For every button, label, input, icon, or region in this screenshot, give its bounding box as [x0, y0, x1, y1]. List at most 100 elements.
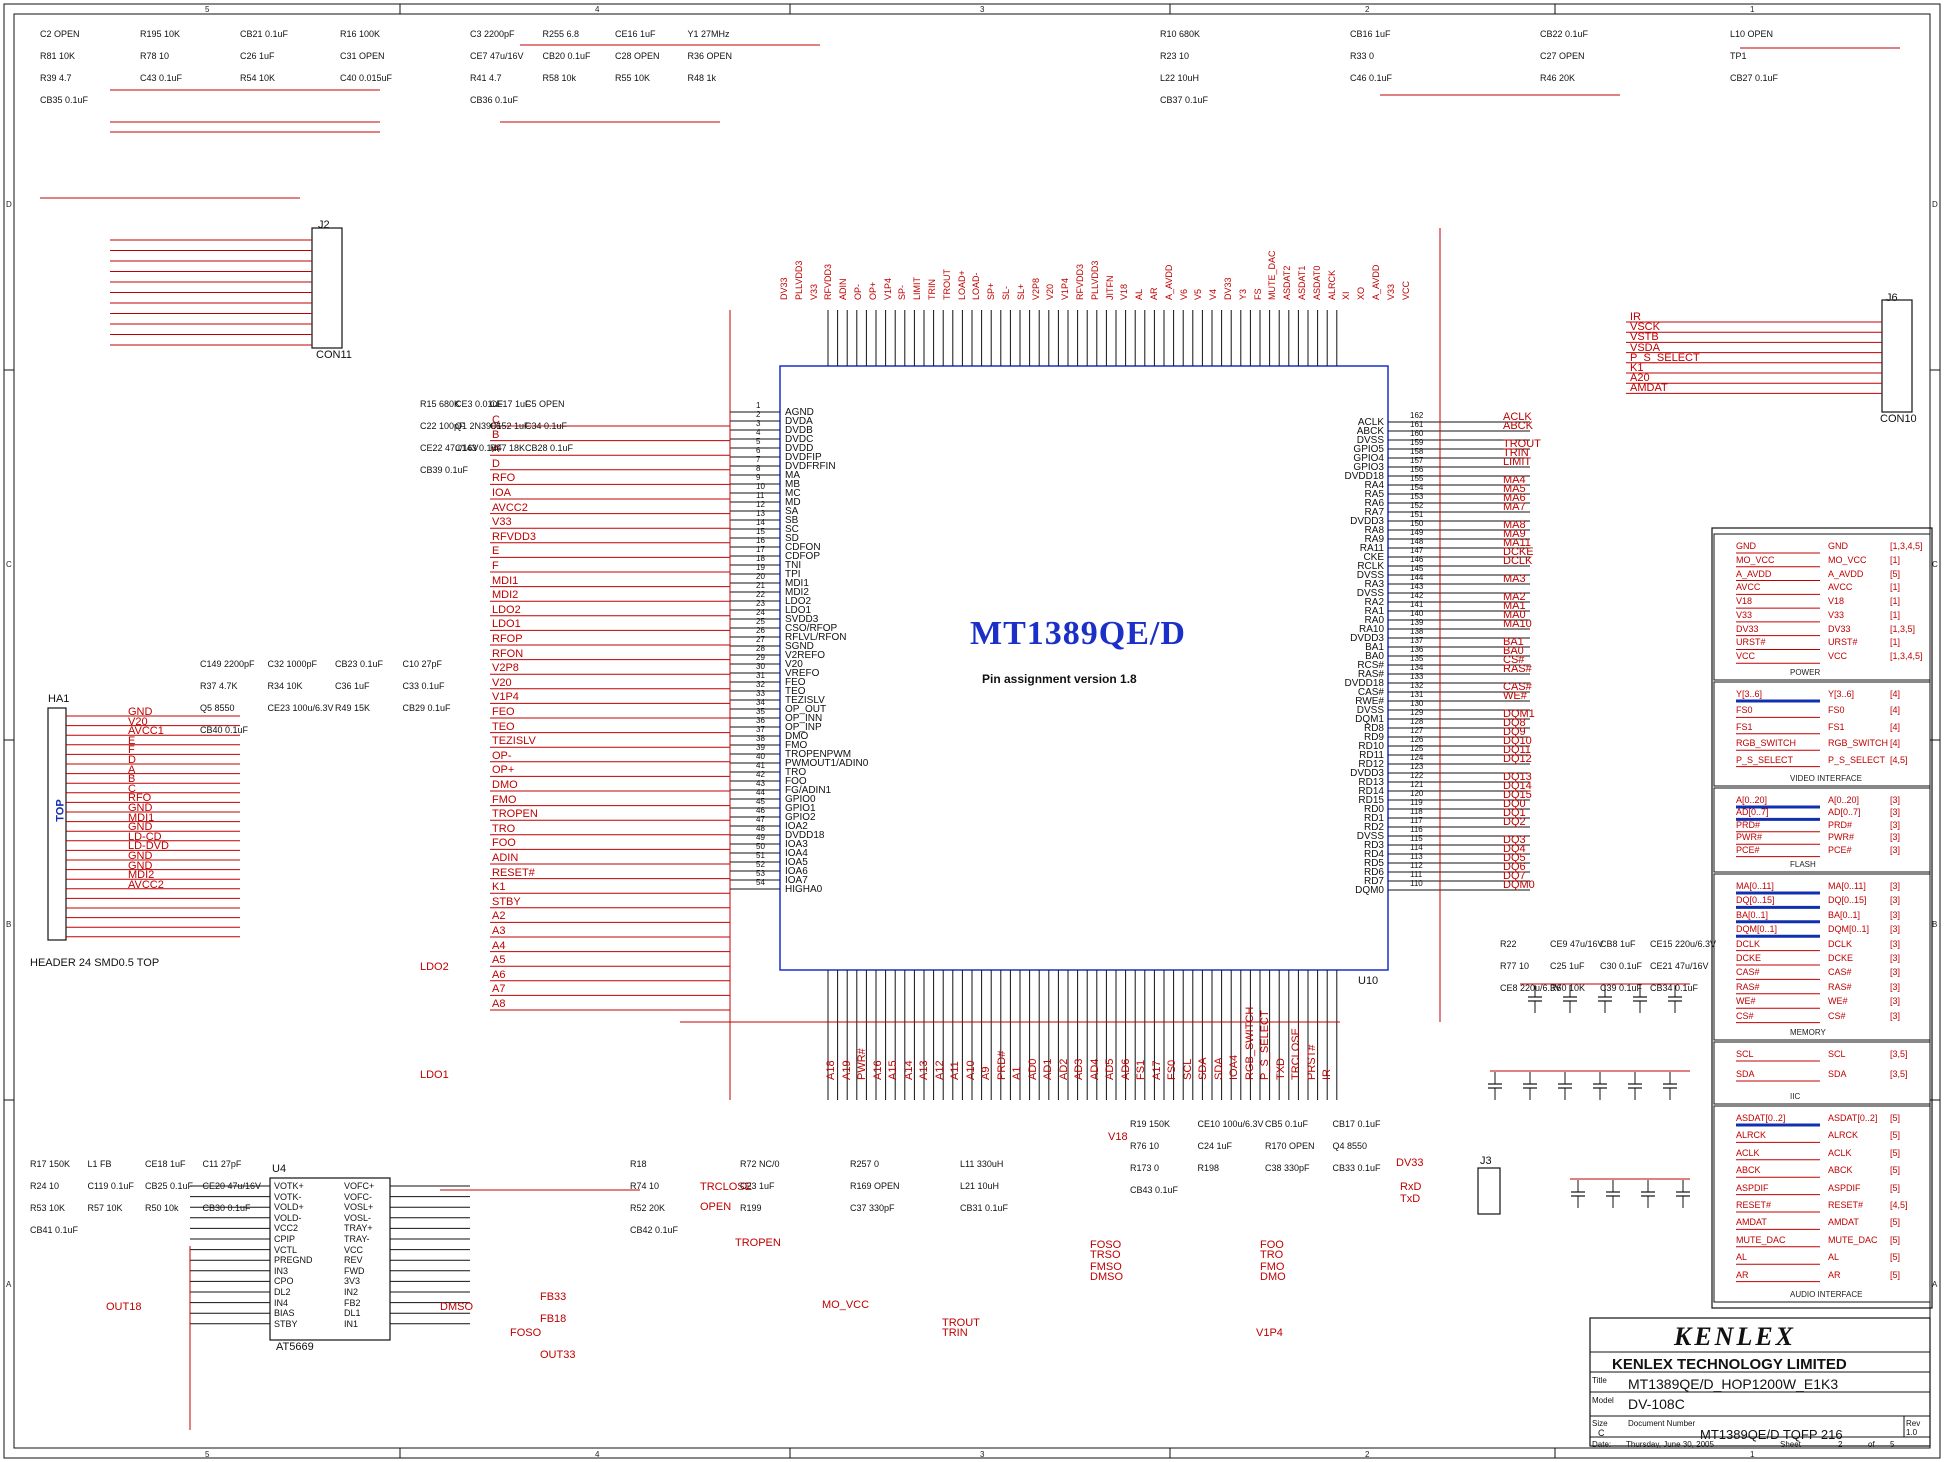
misc-net-label: DMSO	[440, 1301, 473, 1313]
left-net-label: ADIN	[492, 852, 519, 864]
pin-number: 45	[756, 797, 765, 806]
right-net-label: MA4	[1503, 474, 1526, 486]
index-port-name: FS0	[1828, 705, 1845, 716]
misc-net-label: OPEN	[700, 1201, 732, 1213]
top-net-label: V1P4	[1060, 277, 1071, 300]
component-label: C36 1uF	[335, 681, 370, 691]
top-net-label: V18	[1119, 283, 1130, 300]
component-label: CE8 220u/6.3V	[1500, 983, 1562, 993]
index-sheet-ref: [1,3,4,5]	[1890, 541, 1923, 551]
chip-pin-label: SVDD3	[785, 614, 819, 625]
pin-number: 22	[756, 590, 765, 599]
rev-value: 1.0	[1906, 1428, 1918, 1437]
pin-number: 137	[1410, 636, 1424, 645]
index-port-name: CS#	[1828, 1010, 1846, 1021]
index-net-name: ACLK	[1736, 1147, 1760, 1158]
component-label: C40 0.015uF	[340, 73, 393, 83]
chip-pin-label: GPIO5	[1353, 444, 1384, 455]
bottom-net-label: A16	[871, 1060, 884, 1080]
component-label: R34 10K	[267, 681, 303, 691]
header-net-label: F	[128, 744, 135, 757]
index-sheet-ref: [3,5]	[1890, 1069, 1908, 1079]
chip-pin-label: DVDD18	[785, 830, 825, 841]
chip-pin-label: OP_INN	[785, 713, 823, 724]
pin-number: 35	[756, 707, 765, 716]
document-number: MT1389QE/D TQFP 216	[1700, 1427, 1843, 1442]
chip-pin-label: DVSS	[1356, 435, 1384, 446]
driver-pin-label: 3V3	[344, 1276, 361, 1287]
index-port-name: URST#	[1828, 637, 1858, 648]
component-label: C37 330pF	[850, 1203, 895, 1213]
right-net-label: TROUT	[1503, 438, 1541, 450]
header-net-label: GND	[128, 821, 153, 834]
pin-number: 7	[756, 455, 761, 464]
component-label: Y1 27MHz	[687, 29, 730, 39]
misc-net-label: FOO	[1260, 1239, 1284, 1251]
right-net-label: MA10	[1503, 618, 1532, 630]
bottom-net-label: A10	[964, 1060, 977, 1080]
chip-pin-label: RA5	[1364, 489, 1384, 500]
pin-number: 157	[1410, 456, 1424, 465]
index-section-iic	[1713, 1041, 1931, 1105]
chip-pin-label: MD	[785, 497, 801, 508]
size-value: C	[1598, 1428, 1605, 1438]
component-label: C32 1000pF	[267, 659, 318, 669]
misc-net-label: TxD	[1400, 1193, 1421, 1205]
component-label: CB20 0.1uF	[542, 51, 591, 61]
component-label: C23 1uF	[740, 1181, 775, 1191]
misc-net-label: LDO1	[420, 1069, 449, 1081]
pin-number: 9	[756, 473, 761, 482]
misc-net-label: TRIN	[942, 1327, 968, 1339]
right-net-label: CAS#	[1503, 681, 1532, 693]
pin-number: 12	[756, 500, 765, 509]
pin-number: 158	[1410, 447, 1424, 456]
component-label: R169 OPEN	[850, 1181, 900, 1191]
size-label: Size	[1592, 1419, 1608, 1428]
index-net-name: PWR#	[1736, 832, 1763, 843]
top-net-label: LOAD-	[971, 272, 982, 300]
pin-number: 119	[1410, 798, 1423, 807]
bottom-net-label: SDA	[1212, 1057, 1225, 1080]
index-port-name: Y[3..6]	[1828, 689, 1855, 699]
chip-pin-label: RCLK	[1357, 561, 1384, 572]
pin-number: 145	[1410, 564, 1424, 573]
index-sheet-ref: [1]	[1890, 637, 1901, 648]
connector-part: CON11	[316, 349, 352, 361]
right-net-label: DQ12	[1503, 753, 1532, 765]
border-column-label: 5	[205, 1450, 210, 1459]
left-net-label: MDI1	[492, 574, 519, 587]
chip-pin-label: TEZISLV	[785, 695, 825, 706]
left-net-label: A4	[492, 939, 506, 952]
component-label: CB41 0.1uF	[30, 1225, 79, 1235]
right-net-label: BA0	[1503, 645, 1524, 657]
chip-pin-label: RA6	[1364, 498, 1384, 509]
misc-net-label: DV33	[1396, 1157, 1424, 1169]
header-ha1-body	[47, 707, 67, 941]
pin-number: 18	[756, 554, 765, 563]
pin-number: 126	[1410, 735, 1424, 744]
index-section-title: MEMORY	[1790, 1028, 1826, 1037]
component-label: R76 10	[1130, 1141, 1160, 1151]
date-label: Date:	[1592, 1440, 1612, 1449]
top-net-label: V2P8	[1030, 277, 1041, 300]
left-net-label: IOA	[492, 487, 511, 499]
pin-number: 36	[756, 716, 765, 725]
chip-pin-label: RD2	[1363, 822, 1384, 833]
index-section-title: VIDEO INTERFACE	[1790, 774, 1863, 783]
pin-number: 134	[1410, 663, 1424, 672]
index-port-name: DCLK	[1828, 938, 1853, 949]
top-net-label: ADIN	[838, 278, 849, 300]
component-label: CE16 1uF	[615, 29, 656, 39]
component-label: CE3 0.01uF	[455, 399, 504, 409]
component-label: C26 1uF	[240, 51, 275, 61]
left-net-label: FOO	[492, 837, 516, 850]
chip-pin-label: DVDA	[785, 416, 813, 427]
index-sheet-ref: [4]	[1890, 705, 1901, 716]
driver-pin-label: VOLD-	[274, 1212, 302, 1223]
model-label: Model	[1592, 1396, 1614, 1405]
index-net-name: VCC	[1736, 651, 1756, 662]
index-sheet-ref: [1]	[1890, 582, 1901, 593]
header-net-label: C	[128, 782, 136, 795]
j6-net-label: VSTB	[1630, 331, 1659, 344]
bottom-net-label: A17	[1150, 1060, 1163, 1080]
